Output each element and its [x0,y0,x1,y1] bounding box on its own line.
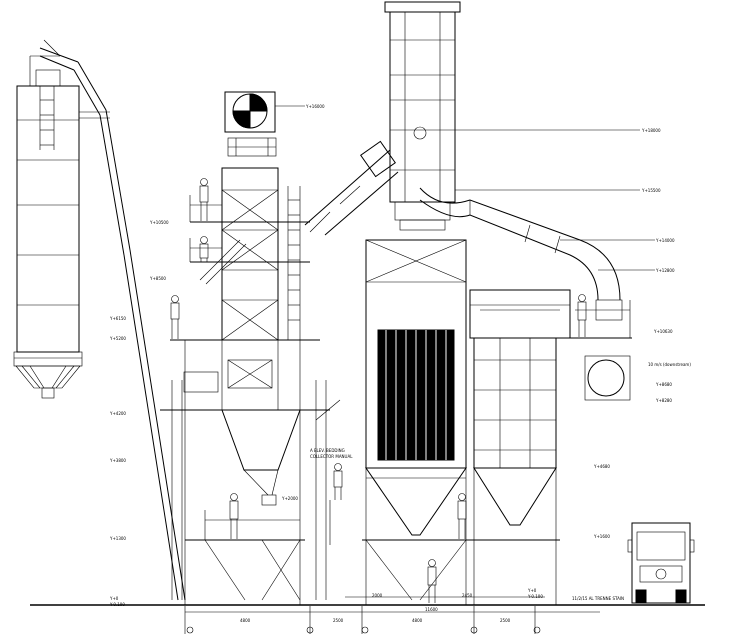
stack [384,1,461,231]
ground-and-dimensions [30,596,705,634]
silo [13,39,83,399]
annotation-fan-label: 10 m/s (downstream) [648,362,691,367]
annotation-center-note-2: COLLECTOR MANUAL [310,454,353,459]
annotation-right-a: Y+8680 [655,382,672,387]
dimension-4: 4800 [412,618,423,623]
dimension-2: 2500 [333,618,344,623]
annotation-right-hopper: Y+2000 [281,496,298,501]
bag-filter-2 [469,289,632,605]
annotation-left-platform-b: Y+8500 [149,276,166,281]
person-figure [333,463,343,500]
annotation-stack-duct: Y+15500 [641,188,661,193]
annotation-ground-right: Y+0 [527,588,537,593]
person-figure [229,493,239,539]
annotation-left-platform-a: Y+10500 [149,220,169,225]
dimension-6: 2450 [462,593,473,598]
annotations: Y+16000 Y+18000 Y+15500 Y+14000 Y+12800 … [109,104,691,623]
bag-filter-1 [362,239,470,605]
annotation-left-mid-b: Y+5200 [109,336,126,341]
person-figures [170,178,587,603]
annotation-right-b: Y+8280 [655,398,672,403]
dimension-overall: 11600 [425,607,438,612]
duct-fan-to-stack [304,140,399,236]
fan-tower [160,91,341,605]
annotation-ground-left-b: Y-0.100 [109,602,125,607]
person-figure [170,295,180,339]
person-figure [199,236,209,262]
person-figure [457,493,467,539]
annotation-left-bottom: Y+1300 [109,536,126,541]
annotation-center-note-1: A ELEV. BEDDING [310,448,345,453]
annotation-fan-top: Y+16000 [305,104,325,109]
annotation-ground-left: Y+0 [109,596,119,601]
annotation-left-low-b: Y+3800 [109,458,126,463]
annotation-duct-right-b: Y+12800 [655,268,675,273]
person-figure [427,559,437,603]
dimension-5: 2500 [500,618,511,623]
annotation-truck-note: 11/2/15 AL TRENNE STAIN [572,596,624,601]
annotation-right-c: Y+4680 [593,464,610,469]
annotation-left-low-a: Y+4200 [109,411,126,416]
truck [627,522,695,604]
dimension-1: 4800 [240,618,251,623]
annotation-right-mid: Y+10630 [653,329,673,334]
annotation-right-bottom: Y+1600 [593,534,610,539]
inclined-conveyor [39,47,186,601]
person-figure [199,178,209,221]
annotation-left-mid-a: Y+6150 [109,316,126,321]
dimension-3: 2000 [372,593,383,598]
annotation-ground-right-b: Y-0.100 [527,594,543,599]
person-figure [577,294,587,337]
annotation-duct-right-a: Y+14000 [655,238,675,243]
annotation-stack-upper: Y+18000 [641,128,661,133]
